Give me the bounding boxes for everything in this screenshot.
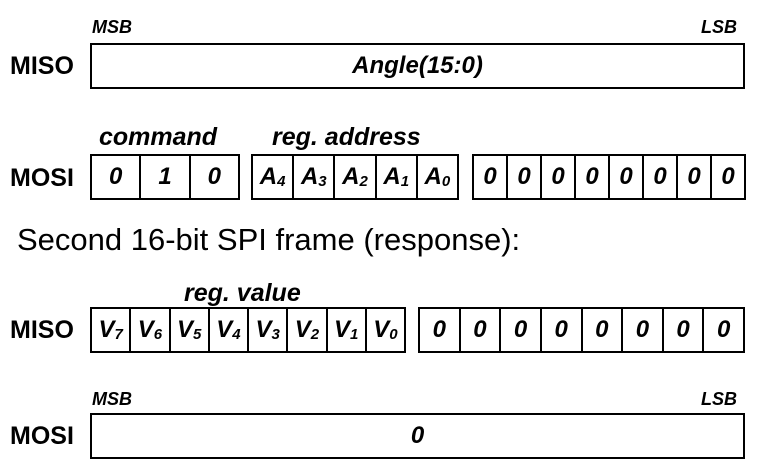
command-bit: 0 [188,154,240,200]
padding-bit: 0 [661,307,705,353]
padding-bit: 0 [621,307,664,353]
msb-label-2: MSB [92,389,132,409]
padding-bit: 0 [472,154,508,200]
miso-signal-label-2: MISO [10,316,74,344]
mosi-zero-field: 0 [90,413,745,459]
padding-bit: 0 [540,154,576,200]
lsb-label-2: LSB [701,389,737,409]
padding-bit: 0 [458,307,502,353]
padding-bit: 0 [676,154,712,200]
padding-bit: 0 [418,307,461,353]
address-group-label: reg. address [272,123,421,151]
section-heading: Second 16-bit SPI frame (response): [17,222,521,257]
command-bit: 0 [90,154,142,200]
padding-bit: 0 [580,307,624,353]
padding-bit: 0 [710,154,746,200]
padding-bit: 0 [608,154,644,200]
miso-angle-text: Angle(15:0) [352,52,483,79]
miso-angle-field: Angle(15:0) [90,43,745,89]
miso-signal-label-1: MISO [10,52,74,80]
mosi-signal-label-1: MOSI [10,164,74,192]
padding-bit: 0 [506,154,542,200]
padding-bit: 0 [702,307,745,353]
mosi-zero-text: 0 [410,422,425,449]
command-group-label: command [99,123,218,151]
mosi-signal-label-2: MOSI [10,422,74,450]
lsb-label-1: LSB [701,17,737,37]
padding-bit: 0 [642,154,678,200]
command-bit: 1 [139,154,191,200]
padding-bit: 0 [574,154,610,200]
padding-bit: 0 [539,307,583,353]
value-group-label: reg. value [184,279,301,307]
msb-label-1: MSB [92,17,132,37]
padding-bit: 0 [499,307,542,353]
